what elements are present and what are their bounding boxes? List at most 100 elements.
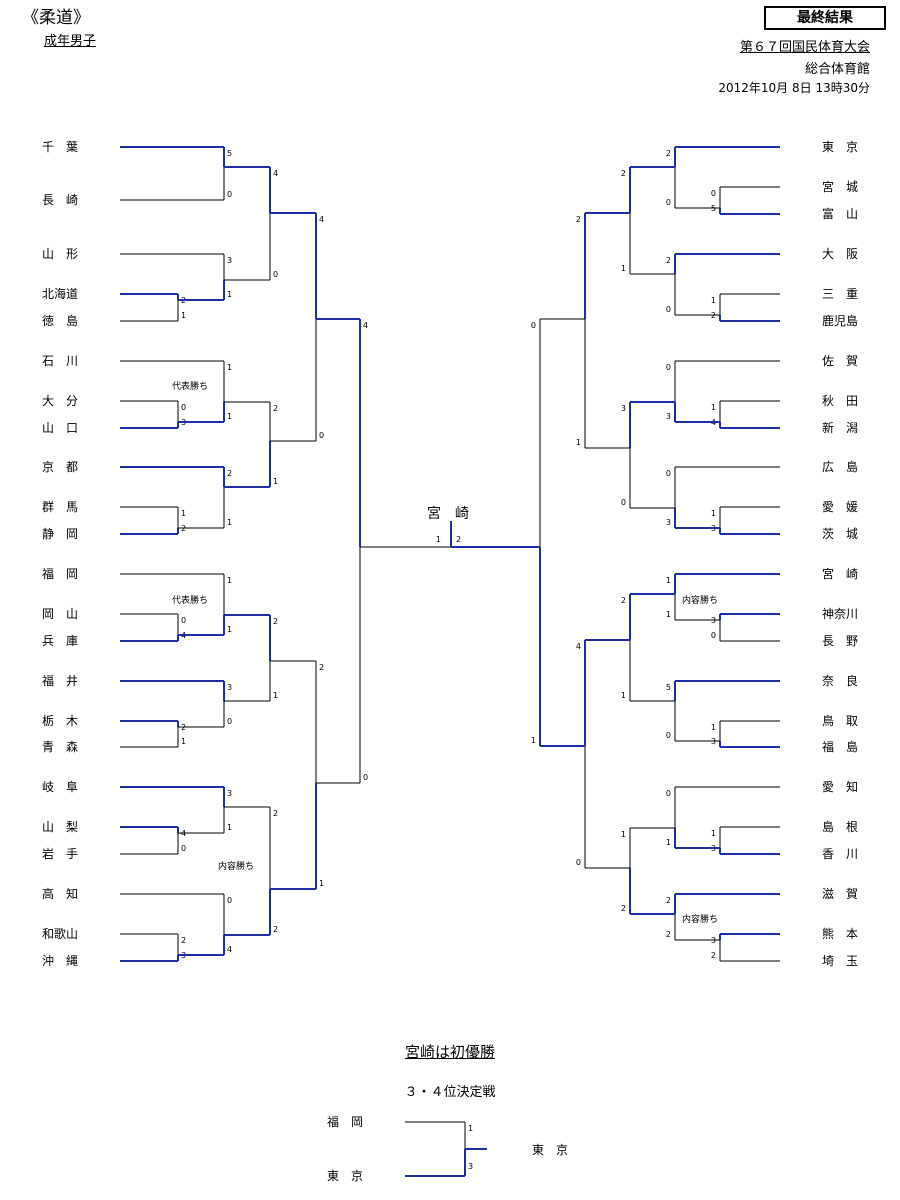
team-name: 福 井 [42, 673, 78, 688]
team-name: 愛 媛 [822, 500, 858, 514]
team-name: 兵 庫 [42, 634, 78, 648]
team-name: 大 阪 [822, 247, 858, 261]
team-name: 宮 城 [822, 179, 858, 194]
team-name: 三 重 [822, 287, 858, 301]
match-score: 0 [666, 789, 671, 798]
match-score: 0 [666, 469, 671, 478]
match-score: 0 [273, 270, 278, 279]
team-name: 埼 玉 [822, 954, 858, 968]
team-name: 長 野 [822, 634, 858, 648]
champion-summary: 宮崎は初優勝 [404, 1043, 495, 1061]
team-name: 徳 島 [42, 313, 78, 328]
match-score: 1 [711, 723, 716, 732]
team-name: 秋 田 [822, 394, 858, 408]
match-score: 0 [227, 190, 232, 199]
match-score: 0 [621, 498, 626, 507]
match-score: 1 [666, 610, 671, 619]
match-score: 0 [181, 403, 186, 412]
team-name: 京 都 [42, 460, 78, 474]
division-subtitle: 成年男子 [44, 34, 97, 49]
event-name: 第６７回国民体育大会 [739, 40, 870, 55]
match-score: 1 [621, 264, 626, 273]
match-score: 1 [666, 576, 671, 585]
team-name: 青 森 [42, 739, 78, 754]
team-name: 東 京 [327, 1169, 363, 1183]
match-score: 4 [576, 642, 581, 651]
match-score: 4 [363, 321, 368, 330]
team-name: 鹿児島 [822, 313, 858, 328]
third-place-winner: 東 京 [532, 1143, 568, 1157]
match-score: 2 [181, 936, 186, 945]
match-score: 1 [666, 838, 671, 847]
third-place-title: ３・４位決定戦 [404, 1085, 496, 1100]
note-naiyo: 内容勝ち [682, 913, 718, 925]
match-score: 1 [711, 403, 716, 412]
match-score: 2 [273, 809, 278, 818]
team-name: 大 分 [42, 394, 78, 408]
team-name: 滋 賀 [822, 887, 858, 901]
match-score: 0 [711, 189, 716, 198]
match-score: 1 [227, 625, 232, 634]
match-score: 0 [227, 896, 232, 905]
note-naiyo: 内容勝ち [218, 860, 254, 872]
team-name: 福 岡 [327, 1114, 363, 1129]
match-score: 2 [621, 904, 626, 913]
event-datetime: 2012年10月 8日 13時30分 [718, 81, 870, 95]
team-name: 山 形 [42, 247, 78, 261]
match-score: 1 [227, 576, 232, 585]
team-name: 福 島 [822, 739, 858, 754]
team-name: 島 根 [822, 819, 858, 834]
team-name: 愛 知 [822, 780, 858, 794]
venue-name: 総合体育館 [804, 62, 870, 77]
match-score: 5 [227, 149, 232, 158]
match-score: 0 [666, 363, 671, 372]
match-score: 3 [621, 404, 626, 413]
final-score: 1 [436, 535, 441, 544]
match-score: 1 [227, 823, 232, 832]
note-daihyo: 代表勝ち [172, 380, 208, 392]
match-score: 3 [666, 518, 671, 527]
match-score: 0 [227, 717, 232, 726]
match-score: 1 [711, 509, 716, 518]
match-score: 2 [273, 925, 278, 934]
team-name: 山 口 [42, 421, 78, 435]
team-name: 和歌山 [42, 926, 78, 941]
team-name: 高 知 [42, 886, 78, 901]
team-name: 石 川 [42, 354, 78, 368]
team-name: 鳥 取 [822, 713, 858, 728]
match-score: 0 [319, 431, 324, 440]
match-score: 0 [711, 631, 716, 640]
team-name: 香 川 [822, 847, 858, 861]
match-score: 1 [181, 509, 186, 518]
match-score: 1 [531, 736, 536, 745]
match-score: 4 [227, 945, 232, 954]
match-score: 0 [181, 616, 186, 625]
match-score: 2 [666, 896, 671, 905]
match-score: 3 [227, 256, 232, 265]
match-score: 2 [711, 951, 716, 960]
team-name: 静 岡 [42, 527, 78, 541]
team-name: 岩 手 [42, 846, 78, 861]
final-score: 2 [456, 535, 461, 544]
match-score: 0 [363, 773, 368, 782]
team-name: 新 潟 [822, 420, 858, 435]
match-score: 1 [181, 737, 186, 746]
match-score: 2 [621, 169, 626, 178]
team-name: 佐 賀 [822, 354, 858, 368]
match-score: 1 [227, 518, 232, 527]
match-score: 4 [273, 169, 278, 178]
team-name: 宮 崎 [822, 566, 858, 581]
match-score: 5 [666, 683, 671, 692]
team-name: 千 葉 [42, 140, 78, 154]
match-score: 1 [227, 363, 232, 372]
match-score: 0 [576, 858, 581, 867]
team-name: 奈 良 [822, 673, 858, 688]
match-score: 2 [576, 215, 581, 224]
match-score: 3 [666, 412, 671, 421]
team-name: 広 島 [822, 459, 858, 474]
team-name: 岐 阜 [42, 780, 78, 794]
team-name: 長 崎 [42, 193, 78, 207]
match-score: 1 [621, 830, 626, 839]
match-score: 1 [576, 438, 581, 447]
